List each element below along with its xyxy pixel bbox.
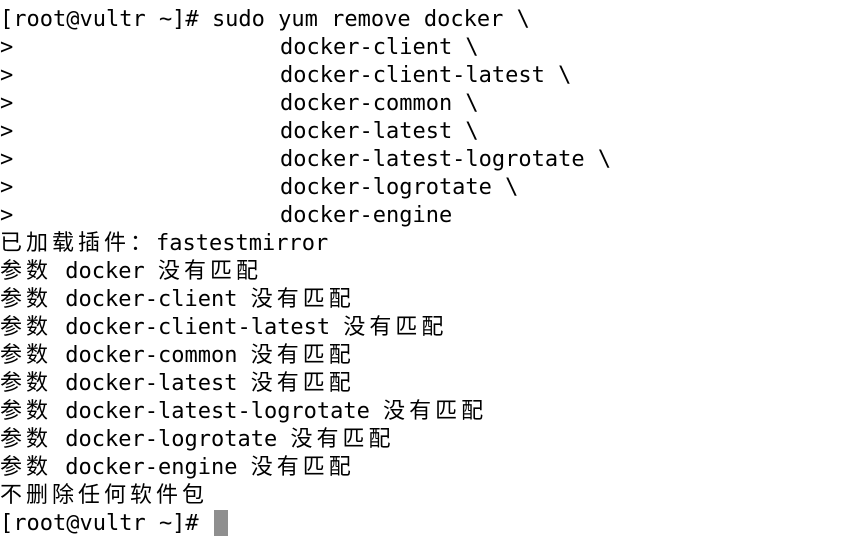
continuation-line: > docker-client-latest \ xyxy=(0,62,611,90)
continuation-line: > docker-latest \ xyxy=(0,118,611,146)
no-match-label: 没有匹配 xyxy=(250,287,355,312)
param-line: 参数 docker-logrotate 没有匹配 xyxy=(0,426,611,454)
no-match-label: 没有匹配 xyxy=(250,455,355,480)
param-name: docker xyxy=(65,259,145,284)
param-name: docker-latest-logrotate xyxy=(65,399,370,424)
param-line: 参数 docker-engine 没有匹配 xyxy=(0,454,611,482)
param-name: docker-latest xyxy=(65,371,238,396)
param-line: 参数 docker-common 没有匹配 xyxy=(0,342,611,370)
plugin-line: 已加载插件：fastestmirror xyxy=(0,230,611,258)
no-match-label: 没有匹配 xyxy=(383,399,488,424)
continuation-line: > docker-logrotate \ xyxy=(0,174,611,202)
no-match-label: 没有匹配 xyxy=(250,343,355,368)
param-line: 参数 docker-latest 没有匹配 xyxy=(0,370,611,398)
param-label: 参数 xyxy=(0,427,53,452)
param-line: 参数 docker-client 没有匹配 xyxy=(0,286,611,314)
continuation-marker: > xyxy=(0,203,14,228)
terminal-output: [root@vultr ~]# sudo yum remove docker \… xyxy=(0,6,611,538)
param-name: docker-client-latest xyxy=(65,315,331,340)
command-text: sudo yum remove docker \ xyxy=(211,7,530,32)
param-name: docker-logrotate xyxy=(65,427,278,452)
continuation-marker: > xyxy=(0,35,14,60)
shell-prompt: [root@vultr ~]# xyxy=(0,7,199,32)
continuation-marker: > xyxy=(0,63,14,88)
param-line: 参数 docker 没有匹配 xyxy=(0,258,611,286)
command-line: [root@vultr ~]# sudo yum remove docker \ xyxy=(0,6,611,34)
continuation-text: docker-client-latest \ xyxy=(280,63,572,88)
param-name: docker-client xyxy=(65,287,238,312)
param-name: docker-common xyxy=(65,343,238,368)
continuation-marker: > xyxy=(0,119,14,144)
no-match-label: 没有匹配 xyxy=(290,427,395,452)
no-match-label: 没有匹配 xyxy=(158,259,263,284)
param-label: 参数 xyxy=(0,259,53,284)
continuation-line: > docker-common \ xyxy=(0,90,611,118)
continuation-marker: > xyxy=(0,147,14,172)
continuation-text: docker-engine xyxy=(280,203,453,228)
param-label: 参数 xyxy=(0,315,53,340)
param-label: 参数 xyxy=(0,371,53,396)
result-text: 不删除任何软件包 xyxy=(0,483,209,508)
param-line: 参数 docker-client-latest 没有匹配 xyxy=(0,314,611,342)
plugin-name: fastestmirror xyxy=(156,231,329,256)
continuation-text: docker-logrotate \ xyxy=(280,175,519,200)
command-line-current[interactable]: [root@vultr ~]# xyxy=(0,510,611,538)
plugin-label: 已加载插件： xyxy=(0,231,157,256)
continuation-text: docker-client \ xyxy=(280,35,479,60)
param-label: 参数 xyxy=(0,455,53,480)
continuation-text: docker-latest-logrotate \ xyxy=(280,147,612,172)
continuation-text: docker-common \ xyxy=(280,91,479,116)
param-name: docker-engine xyxy=(65,455,238,480)
continuation-marker: > xyxy=(0,175,14,200)
result-line: 不删除任何软件包 xyxy=(0,482,611,510)
continuation-marker: > xyxy=(0,91,14,116)
param-label: 参数 xyxy=(0,343,53,368)
shell-prompt: [root@vultr ~]# xyxy=(0,511,199,536)
text-cursor xyxy=(213,510,228,536)
param-label: 参数 xyxy=(0,399,53,424)
no-match-label: 没有匹配 xyxy=(343,315,448,340)
param-label: 参数 xyxy=(0,287,53,312)
param-line: 参数 docker-latest-logrotate 没有匹配 xyxy=(0,398,611,426)
continuation-text: docker-latest \ xyxy=(280,119,479,144)
continuation-line: > docker-client \ xyxy=(0,34,611,62)
continuation-line: > docker-engine xyxy=(0,202,611,230)
no-match-label: 没有匹配 xyxy=(250,371,355,396)
continuation-line: > docker-latest-logrotate \ xyxy=(0,146,611,174)
